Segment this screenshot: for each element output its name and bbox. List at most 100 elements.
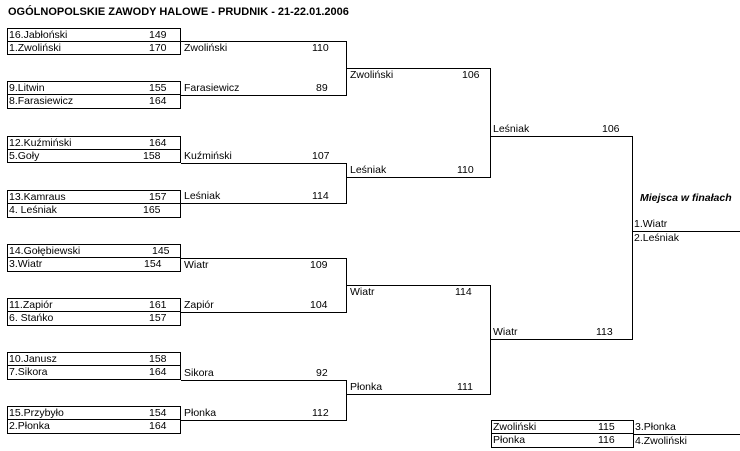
- match-box: 16.Jabłoński 149 1.Zwoliński 170: [7, 28, 181, 55]
- player-row: 7.Sikora 164: [8, 366, 180, 379]
- player-name: Zwoliński: [493, 421, 537, 433]
- player-score: 154: [149, 407, 167, 419]
- player-name: 13.Kamraus: [9, 191, 66, 203]
- player-row: Płonka 116: [492, 434, 633, 447]
- final-name: Wiatr: [493, 326, 518, 338]
- winner-name: Zwoliński: [184, 42, 228, 54]
- winner-score: 110: [312, 42, 329, 54]
- match-box: 9.Litwin 155 8.Farasiewicz 164: [7, 81, 181, 109]
- winner-name: Leśniak: [184, 190, 221, 202]
- player-row: 6. Stańko 157: [8, 312, 180, 325]
- finals-header: Miejsca w finałach: [640, 192, 732, 204]
- second-place: 2.Leśniak: [634, 232, 679, 244]
- first-place: 1.Wiatr: [634, 218, 668, 230]
- winner-score: 112: [312, 407, 329, 419]
- semifinal-name: Leśniak: [350, 164, 387, 176]
- bracket-connector: [347, 285, 491, 395]
- player-row: 5.Goły 158: [8, 150, 180, 163]
- player-name: 9.Litwin: [9, 82, 45, 94]
- bracket-connector: [181, 258, 347, 313]
- player-score: 165: [143, 204, 161, 216]
- winner-score: 114: [312, 190, 329, 202]
- player-score: 115: [598, 421, 615, 433]
- player-score: 161: [149, 299, 167, 311]
- player-row: 15.Przybyło 154: [8, 407, 180, 420]
- match-box: 14.Gołębiewski 145 3.Wiatr 154: [7, 244, 181, 272]
- third-place: 3.Płonka: [635, 421, 676, 433]
- semifinal-score: 106: [462, 69, 480, 81]
- player-row: 3.Wiatr 154: [8, 258, 180, 271]
- player-score: 170: [149, 41, 167, 54]
- player-row: 11.Zapiór 161: [8, 299, 180, 312]
- bracket-connector: [181, 163, 347, 204]
- winner-score: 89: [316, 82, 328, 94]
- winner-score: 92: [316, 367, 328, 379]
- fourth-place: 4.Zwoliński: [635, 435, 687, 447]
- player-name: 5.Goły: [9, 149, 40, 162]
- semifinal-name: Płonka: [350, 381, 383, 393]
- player-score: 155: [149, 82, 167, 94]
- semifinal-score: 110: [457, 164, 474, 176]
- bracket-connector: [181, 380, 347, 421]
- bracket-connector: [181, 41, 347, 96]
- winner-name: Farasiewicz: [184, 82, 240, 94]
- player-name: 8.Farasiewicz: [9, 95, 74, 107]
- player-row: 8.Farasiewicz 164: [8, 95, 180, 108]
- player-name: 12.Kuźmiński: [9, 137, 72, 149]
- player-score: 164: [149, 366, 167, 378]
- semifinal-name: Wiatr: [350, 286, 375, 298]
- player-row: 12.Kuźmiński 164: [8, 137, 180, 150]
- semifinal-score: 114: [455, 286, 472, 298]
- final-score: 106: [602, 123, 620, 135]
- match-box: 15.Przybyło 154 2.Płonka 164: [7, 406, 181, 434]
- final-score: 113: [596, 326, 613, 338]
- player-row: 16.Jabłoński 149: [8, 29, 180, 42]
- player-name: 1.Zwoliński: [9, 41, 61, 54]
- player-name: 16.Jabłoński: [9, 29, 68, 41]
- player-score: 157: [149, 312, 167, 324]
- third-place-box: Zwoliński 115 Płonka 116: [491, 420, 634, 448]
- final-name: Leśniak: [493, 123, 530, 135]
- bracket-connector: [491, 136, 633, 340]
- winner-score: 109: [310, 259, 328, 271]
- player-row: 14.Gołębiewski 145: [8, 245, 180, 258]
- winner-name: Płonka: [184, 407, 217, 419]
- player-score: 158: [149, 353, 167, 365]
- player-name: 3.Wiatr: [9, 258, 43, 270]
- player-row: 10.Janusz 158: [8, 353, 180, 366]
- player-score: 145: [152, 245, 170, 257]
- player-name: 11.Zapiór: [9, 299, 53, 311]
- player-name: 4. Leśniak: [9, 204, 57, 216]
- winner-name: Sikora: [184, 367, 214, 379]
- player-score: 164: [149, 420, 167, 432]
- player-score: 154: [144, 258, 162, 270]
- player-score: 116: [598, 434, 615, 446]
- semifinal-name: Zwoliński: [350, 69, 394, 81]
- winner-name: Kuźmiński: [184, 150, 232, 162]
- match-box: 10.Janusz 158 7.Sikora 164: [7, 352, 181, 380]
- player-name: 15.Przybyło: [9, 407, 64, 419]
- player-row: 4. Leśniak 165: [8, 204, 180, 217]
- match-box: 12.Kuźmiński 164 5.Goły 158: [7, 136, 181, 163]
- winner-score: 104: [310, 299, 328, 311]
- match-box: 11.Zapiór 161 6. Stańko 157: [7, 298, 181, 326]
- player-name: 2.Płonka: [9, 420, 50, 432]
- player-row: Zwoliński 115: [492, 421, 633, 434]
- page-title: OGÓLNOPOLSKIE ZAWODY HALOWE - PRUDNIK - …: [8, 6, 349, 18]
- player-score: 164: [149, 95, 167, 107]
- placement-line: [633, 231, 740, 232]
- winner-score: 107: [312, 150, 330, 162]
- player-name: Płonka: [493, 434, 526, 446]
- player-name: 10.Janusz: [9, 353, 57, 365]
- player-name: 14.Gołębiewski: [9, 245, 81, 257]
- player-score: 149: [149, 29, 167, 41]
- placement-line: [633, 434, 740, 435]
- player-score: 164: [149, 137, 167, 149]
- bracket-connector: [347, 68, 491, 178]
- winner-name: Zapiór: [184, 299, 214, 311]
- player-score: 158: [143, 149, 161, 162]
- player-name: 6. Stańko: [9, 312, 54, 324]
- player-row: 1.Zwoliński 170: [8, 42, 180, 55]
- player-name: 7.Sikora: [9, 366, 48, 378]
